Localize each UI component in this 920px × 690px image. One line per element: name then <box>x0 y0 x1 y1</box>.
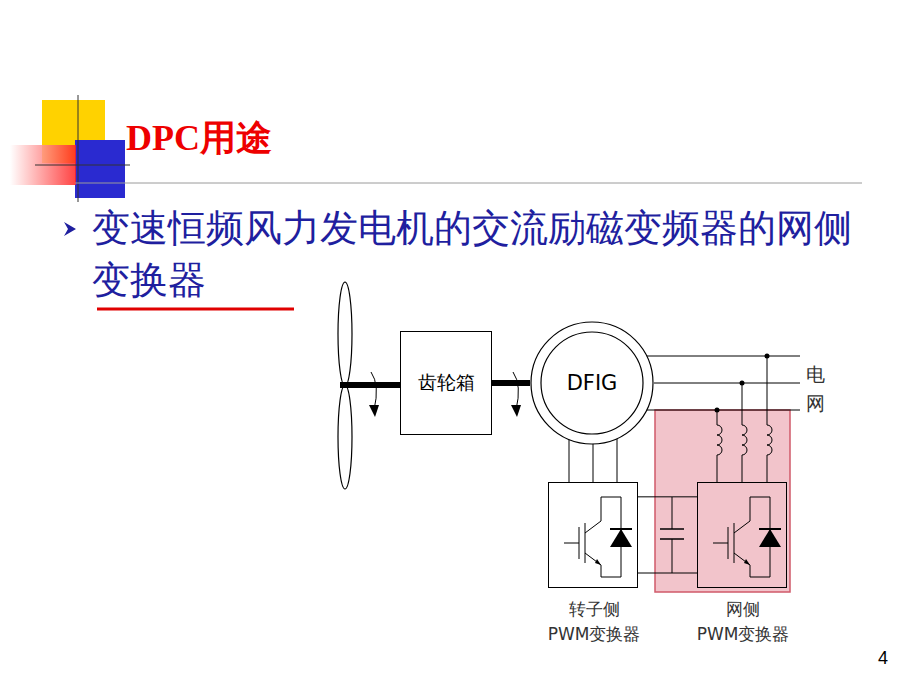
rotation-arrow <box>513 372 518 410</box>
deco-line <box>35 165 130 166</box>
generator-circle: DFIG <box>530 321 654 445</box>
page-number: 4 <box>878 648 888 670</box>
rotation-arrow <box>371 372 376 410</box>
converter-box: 转子侧 PWM变换器 <box>548 482 638 588</box>
igbt-symbol <box>698 483 788 589</box>
node-label: 齿轮箱 <box>418 370 475 396</box>
underline <box>97 308 294 311</box>
deco-square <box>75 140 125 198</box>
rotation-arrow <box>511 405 521 417</box>
converter-label: 网侧 PWM变换器 <box>678 597 808 646</box>
deco-line <box>78 95 79 202</box>
grid-label: 电网 <box>806 360 825 417</box>
converter-box: 网侧 PWM变换器 <box>697 482 787 588</box>
inductor-symbol <box>717 425 772 455</box>
highlight-region <box>655 410 790 592</box>
turbine-blade <box>338 282 352 386</box>
bullet-mark <box>64 222 76 236</box>
slide-title: DPC用途 <box>126 114 272 163</box>
low-speed-shaft <box>340 382 400 388</box>
title-rule <box>75 183 862 184</box>
junction-dot <box>715 354 770 413</box>
node-label: DFIG <box>567 371 618 395</box>
bullet-text: 变速恒频风力发电机的交流励磁变频器的网侧变换器 <box>92 202 852 306</box>
dc-link-wire <box>638 496 697 497</box>
igbt-symbol <box>549 483 639 589</box>
rotor-wire <box>593 439 594 482</box>
rotation-arrow <box>369 405 379 417</box>
converter-label: 转子侧 PWM变换器 <box>529 597 659 646</box>
shaft-connector <box>492 380 530 386</box>
turbine-blade <box>338 385 352 489</box>
gearbox-box: 齿轮箱 <box>400 331 492 435</box>
